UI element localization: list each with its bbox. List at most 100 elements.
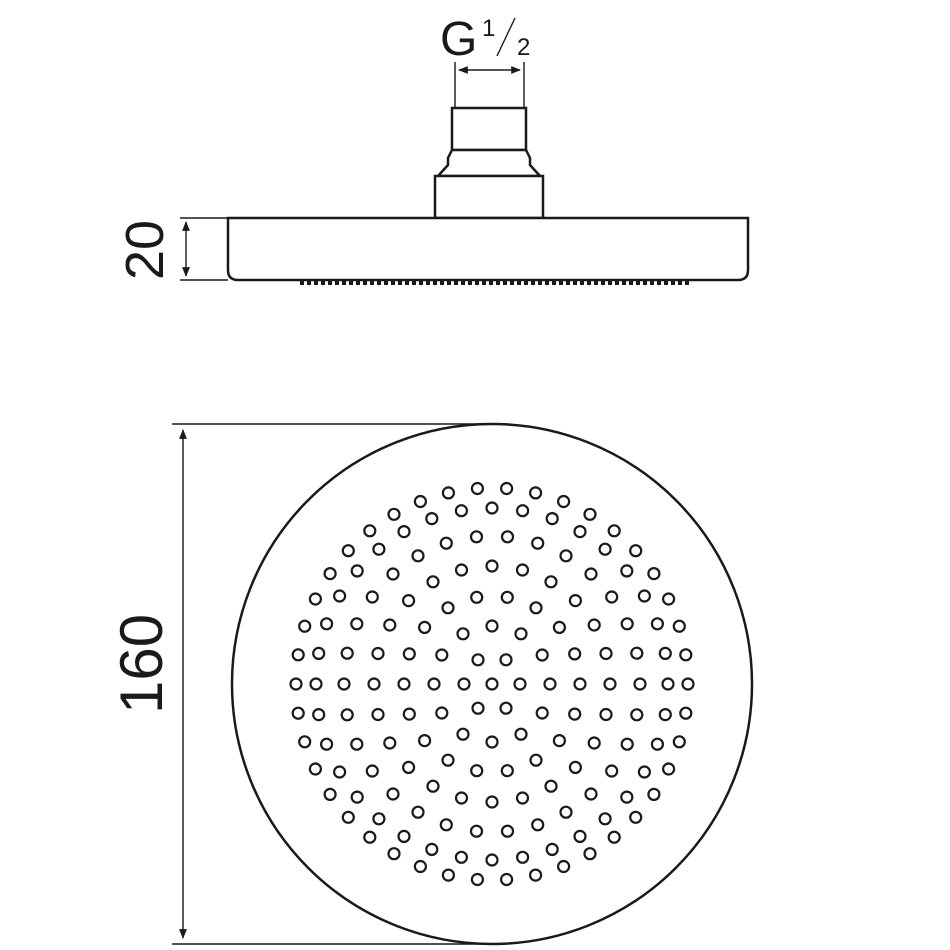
side-nozzle (433, 280, 437, 285)
side-nozzle (496, 280, 500, 285)
side-nozzle (440, 280, 444, 285)
side-nozzle (566, 280, 570, 285)
nozzle (372, 542, 386, 556)
side-nozzle (629, 280, 633, 285)
nozzle (544, 779, 558, 793)
side-nozzle (587, 280, 591, 285)
nozzle (291, 648, 305, 662)
side-nozzle (321, 280, 325, 285)
side-nozzle (510, 280, 514, 285)
nozzle (599, 646, 613, 661)
nozzle (309, 677, 323, 691)
side-nozzle (419, 280, 423, 285)
side-nozzle (384, 280, 388, 285)
nozzle (454, 791, 469, 805)
nozzle (439, 536, 453, 550)
nozzle (402, 647, 416, 661)
nozzle (620, 737, 634, 751)
nozzle (568, 647, 582, 661)
ball-joint (435, 148, 543, 178)
nozzle (679, 648, 693, 662)
side-nozzle (622, 280, 626, 285)
nozzle (397, 524, 411, 539)
nozzle (439, 818, 453, 832)
nozzle (515, 791, 530, 805)
side-nozzle (398, 280, 402, 285)
nozzle (568, 707, 582, 721)
nozzle (427, 677, 441, 691)
nozzle (308, 592, 322, 606)
face-view: 160 (108, 422, 754, 946)
height-dimension: 20 (115, 217, 228, 281)
nozzle (383, 618, 397, 632)
side-nozzle (657, 280, 661, 285)
nozzle (425, 511, 439, 526)
threaded-connector (450, 106, 528, 152)
side-nozzle (447, 280, 451, 285)
nozzle (340, 646, 354, 660)
side-nozzle (363, 280, 367, 285)
side-nozzle (671, 280, 675, 285)
nozzle (499, 653, 513, 667)
nozzle (605, 590, 619, 604)
nozzle (552, 733, 567, 748)
nozzle (500, 824, 515, 838)
side-nozzle (552, 280, 556, 285)
nozzle (559, 549, 573, 563)
nozzle (485, 853, 499, 867)
side-nozzle (370, 280, 374, 285)
thread-size-label: G 1 2 (440, 13, 530, 66)
thread-width-dimension (454, 62, 525, 110)
nozzle (500, 530, 515, 544)
side-nozzle (664, 280, 668, 285)
nozzle (672, 619, 686, 633)
nozzle (411, 549, 425, 563)
nozzle (650, 617, 665, 631)
nozzle (637, 589, 652, 603)
nozzle (629, 544, 643, 558)
nozzle (633, 677, 647, 691)
nozzle (485, 619, 499, 633)
nozzle (418, 733, 432, 748)
shower-head-body (226, 216, 750, 282)
nozzle (341, 544, 355, 558)
nozzle (499, 701, 513, 715)
thread-numerator: 1 (482, 15, 495, 42)
nozzle (371, 646, 385, 661)
side-nozzle (538, 280, 542, 285)
nozzle (603, 677, 617, 691)
nozzle (457, 677, 471, 691)
thread-letter: G (440, 13, 477, 66)
side-nozzle (489, 280, 493, 285)
nozzle (470, 481, 484, 496)
nozzle (620, 617, 634, 631)
nozzle (529, 601, 543, 615)
nozzle (418, 620, 432, 635)
side-nozzle (615, 280, 619, 285)
nozzle (350, 564, 364, 578)
nozzle (320, 737, 334, 751)
nozzle (312, 707, 326, 722)
nozzle (471, 653, 485, 667)
diameter-value: 160 (108, 614, 175, 714)
nozzle (556, 859, 571, 874)
nozzle (584, 567, 598, 581)
nozzle (681, 677, 695, 691)
nozzle (513, 677, 527, 691)
nozzle (367, 677, 381, 691)
nozzle (661, 677, 675, 691)
side-nozzle (685, 280, 689, 285)
nozzle (383, 736, 397, 750)
side-nozzle (503, 280, 507, 285)
side-nozzle-row (300, 280, 689, 285)
thread-denominator: 2 (517, 34, 530, 61)
side-nozzle (342, 280, 346, 285)
nozzle (402, 593, 416, 608)
side-nozzle (461, 280, 465, 285)
nozzle (630, 708, 644, 722)
diameter-dimension: 160 (108, 423, 492, 945)
nozzle (323, 787, 337, 802)
nozzle (637, 765, 652, 779)
nozzle (500, 590, 514, 604)
